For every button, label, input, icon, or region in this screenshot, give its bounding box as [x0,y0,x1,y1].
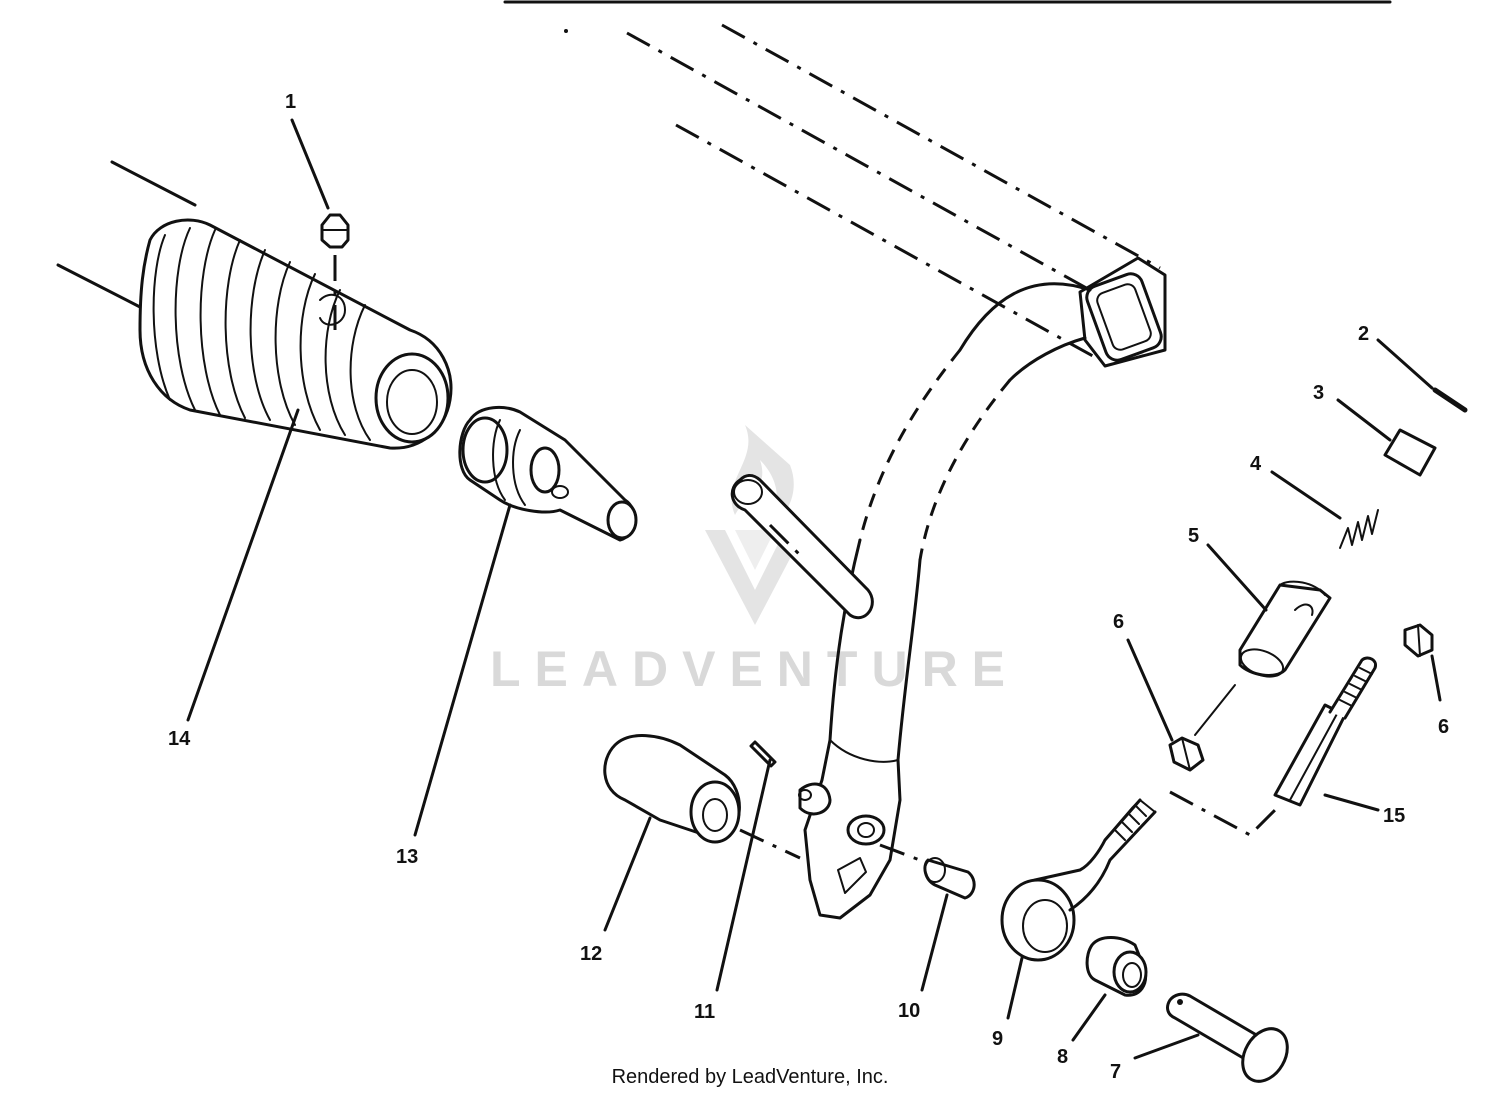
part-12-spacer[interactable] [603,734,801,860]
part-11-roll-pin[interactable] [749,740,777,768]
callout-3: 3 [1313,382,1324,404]
callout-5: 5 [1188,525,1199,547]
callout-14: 14 [168,728,191,750]
callout-4: 4 [1250,453,1262,475]
callout-11: 11 [694,1001,715,1023]
callout-labels: 1 2 3 4 5 6 6 7 8 9 10 11 12 13 14 15 [168,91,1449,1083]
part-7-clevis-pin[interactable] [1166,992,1297,1089]
callout-7: 7 [1110,1061,1121,1083]
speck [564,29,568,33]
callout-6-left: 6 [1113,611,1124,633]
callout-6-right: 6 [1438,716,1449,738]
part-14-boot[interactable] [56,160,453,450]
part-6-nut-right[interactable] [1403,623,1434,658]
footer-credit: Rendered by LeadVenture, Inc. [611,1066,889,1088]
part-9-rod-end[interactable] [1000,798,1157,962]
watermark-text: LEADVENTURE [490,641,1020,697]
part-2-pin[interactable] [1432,387,1468,413]
callout-12: 12 [580,943,602,965]
part-10-cap[interactable] [879,843,976,900]
part-5-latch[interactable] [1237,580,1332,682]
part-4-spring[interactable] [1339,509,1379,549]
callout-1: 1 [285,91,296,113]
callout-15: 15 [1383,805,1405,827]
callout-9: 9 [992,1028,1003,1050]
callout-10: 10 [898,1000,920,1022]
part-1-grease-fitting[interactable] [320,213,350,330]
part-3-plug[interactable] [1383,428,1437,477]
callout-8: 8 [1057,1046,1068,1068]
callout-13: 13 [396,846,418,868]
pedal-arm[interactable] [626,23,1167,920]
leader-lines [186,118,1442,1060]
part-6-nut-left[interactable] [1168,684,1236,772]
callout-2: 2 [1358,323,1369,345]
part-13-shaft[interactable] [458,406,638,542]
part-15-adjuster[interactable] [1169,656,1378,837]
part-8-bushing[interactable] [1085,936,1148,997]
